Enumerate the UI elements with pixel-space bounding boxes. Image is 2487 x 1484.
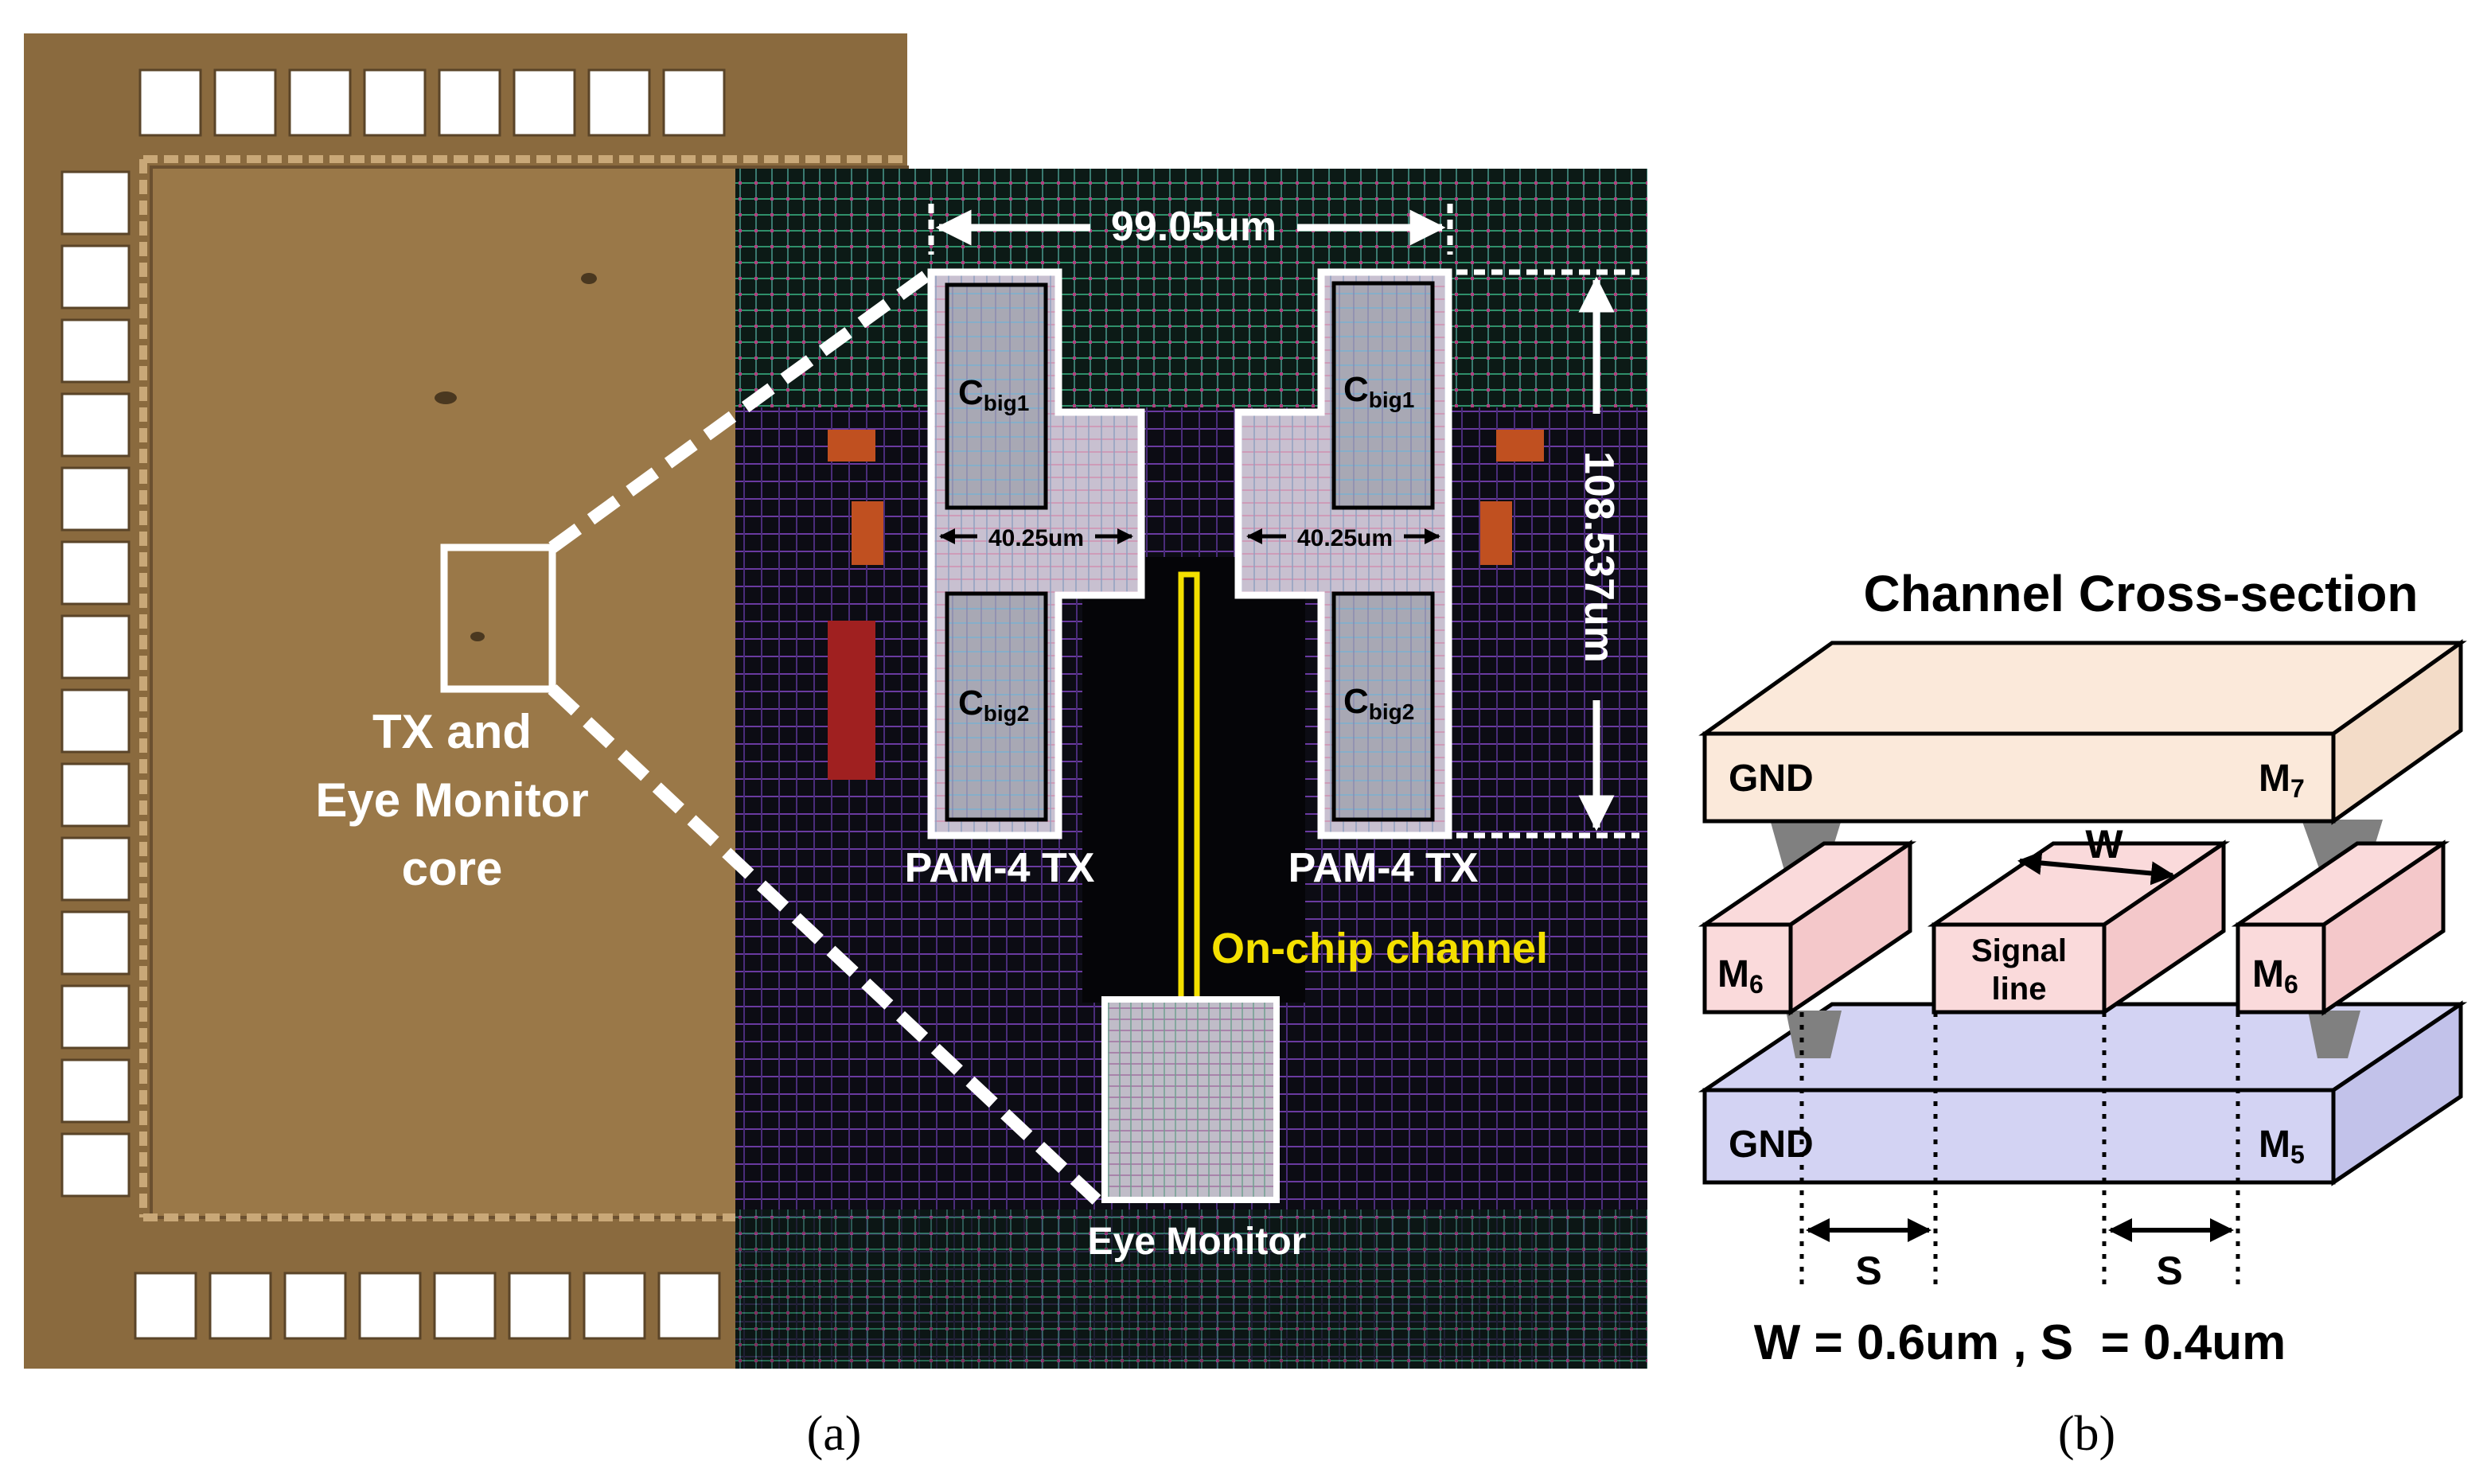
bond-pad — [358, 1272, 422, 1340]
eye-monitor-block — [1101, 996, 1280, 1203]
m5-metal-label: M5 — [2259, 1124, 2305, 1169]
bond-pad — [60, 910, 131, 976]
bond-pad — [60, 318, 131, 384]
cap-label: Cbig1 — [958, 373, 1029, 415]
m6-right-front-face — [2236, 922, 2326, 1015]
caption-a: (a) — [807, 1407, 862, 1461]
die-defect — [581, 273, 597, 284]
m6-left-label: M6 — [1717, 953, 1764, 999]
bond-pad — [60, 170, 131, 236]
bond-pad — [60, 466, 131, 532]
layout-bottom-mesh — [735, 1209, 1647, 1369]
width-label: W — [2085, 822, 2123, 867]
bond-pad — [60, 392, 131, 458]
layout-left-logic — [828, 621, 875, 780]
bond-pad — [60, 244, 131, 310]
bond-pad — [508, 1272, 571, 1340]
bond-pad — [60, 836, 131, 902]
bond-pad — [662, 68, 726, 137]
bond-pad — [657, 1272, 721, 1340]
cap-label: Cbig1 — [1343, 370, 1414, 412]
tx-right-label: PAM-4 TX — [1288, 845, 1479, 891]
bond-pad — [60, 762, 131, 828]
signal-line-front-face — [1932, 922, 2107, 1015]
m7-gnd-label: GND — [1729, 758, 1814, 800]
die-defect — [435, 391, 457, 404]
dim-label-right: 108.537um — [1576, 451, 1622, 663]
cap-big2-left — [945, 591, 1048, 822]
cap-label: Cbig2 — [1343, 682, 1414, 724]
die-defect — [470, 632, 485, 641]
bond-pad — [60, 1058, 131, 1124]
dim-label-bg — [977, 517, 1095, 554]
bond-pad — [60, 614, 131, 680]
layout-left-logic — [852, 501, 883, 565]
m6-right-label: M6 — [2252, 953, 2298, 999]
panel-a: TX and Eye Monitor core Cbig1 Cbig2 Cbig… — [24, 33, 1647, 1461]
m7-plane-top-face — [1698, 641, 2467, 736]
dim-label-bg — [1286, 517, 1404, 554]
m6-left-front-face — [1702, 922, 1793, 1015]
die-label-line3: core — [402, 842, 503, 895]
signal-line-label-2: line — [1992, 972, 2047, 1007]
width-arrow — [2017, 851, 2175, 886]
bond-pad — [138, 68, 202, 137]
m5-gnd-label: GND — [1729, 1124, 1814, 1166]
die-label-line2: Eye Monitor — [315, 773, 588, 827]
bond-pad — [134, 1272, 197, 1340]
cap-label: Cbig2 — [958, 684, 1029, 726]
bond-pad — [60, 688, 131, 754]
eye-monitor-label: Eye Monitor — [1088, 1221, 1307, 1263]
tx-left-label: PAM-4 TX — [905, 845, 1095, 891]
via-left-bottom — [1786, 1011, 1842, 1058]
panel-b: Channel Cross-section GND M5 M6 Signal l… — [1698, 565, 2468, 1461]
m7-plane-front-face — [1702, 731, 2336, 824]
layout-right-logic — [1480, 501, 1512, 565]
m5-plane-front-face — [1702, 1088, 2336, 1185]
die-label-line1: TX and — [372, 705, 532, 758]
dim-label-right-block: 40.25um — [1297, 525, 1393, 551]
bond-pad — [363, 68, 427, 137]
spacing-label-left: S — [1855, 1248, 1881, 1293]
m7-metal-label: M7 — [2259, 758, 2305, 803]
via-right-bottom — [2308, 1011, 2360, 1058]
bond-pad — [433, 1272, 497, 1340]
dim-label-top: 99.05um — [1111, 204, 1277, 250]
core-zoom-box — [440, 543, 556, 693]
cap-big1-left — [945, 282, 1048, 510]
channel-label: On-chip channel — [1211, 925, 1548, 972]
cross-section-title: Channel Cross-section — [1863, 565, 2418, 622]
cap-big2-right — [1331, 591, 1435, 822]
bond-pad — [438, 68, 501, 137]
dimension-equation: W = 0.6um , S = 0.4um — [1754, 1315, 2286, 1370]
bond-pad — [283, 1272, 347, 1340]
bond-pad — [213, 68, 277, 137]
signal-line-label-1: Signal — [1971, 933, 2067, 968]
layout-right-logic — [1496, 430, 1544, 462]
layout-left-logic — [828, 430, 875, 462]
caption-b: (b) — [2058, 1407, 2115, 1461]
bond-pad — [513, 68, 576, 137]
bond-pad — [60, 984, 131, 1050]
bond-pad — [209, 1272, 272, 1340]
dim-label-left-block: 40.25um — [988, 525, 1084, 551]
bond-pads — [60, 68, 726, 1340]
layout-top-mesh — [735, 169, 1647, 407]
bond-pad — [60, 1132, 131, 1198]
zoom-line-top — [548, 267, 935, 553]
zoom-line-bottom — [548, 684, 1101, 1205]
bond-pad — [587, 68, 651, 137]
cap-big1-right — [1331, 281, 1435, 510]
bond-pad — [60, 540, 131, 606]
layout-center-dark — [1082, 557, 1305, 1003]
bond-pad — [288, 68, 352, 137]
spacing-label-right: S — [2156, 1248, 2182, 1293]
bond-pad — [583, 1272, 646, 1340]
die-wiring-ring — [139, 155, 907, 1221]
